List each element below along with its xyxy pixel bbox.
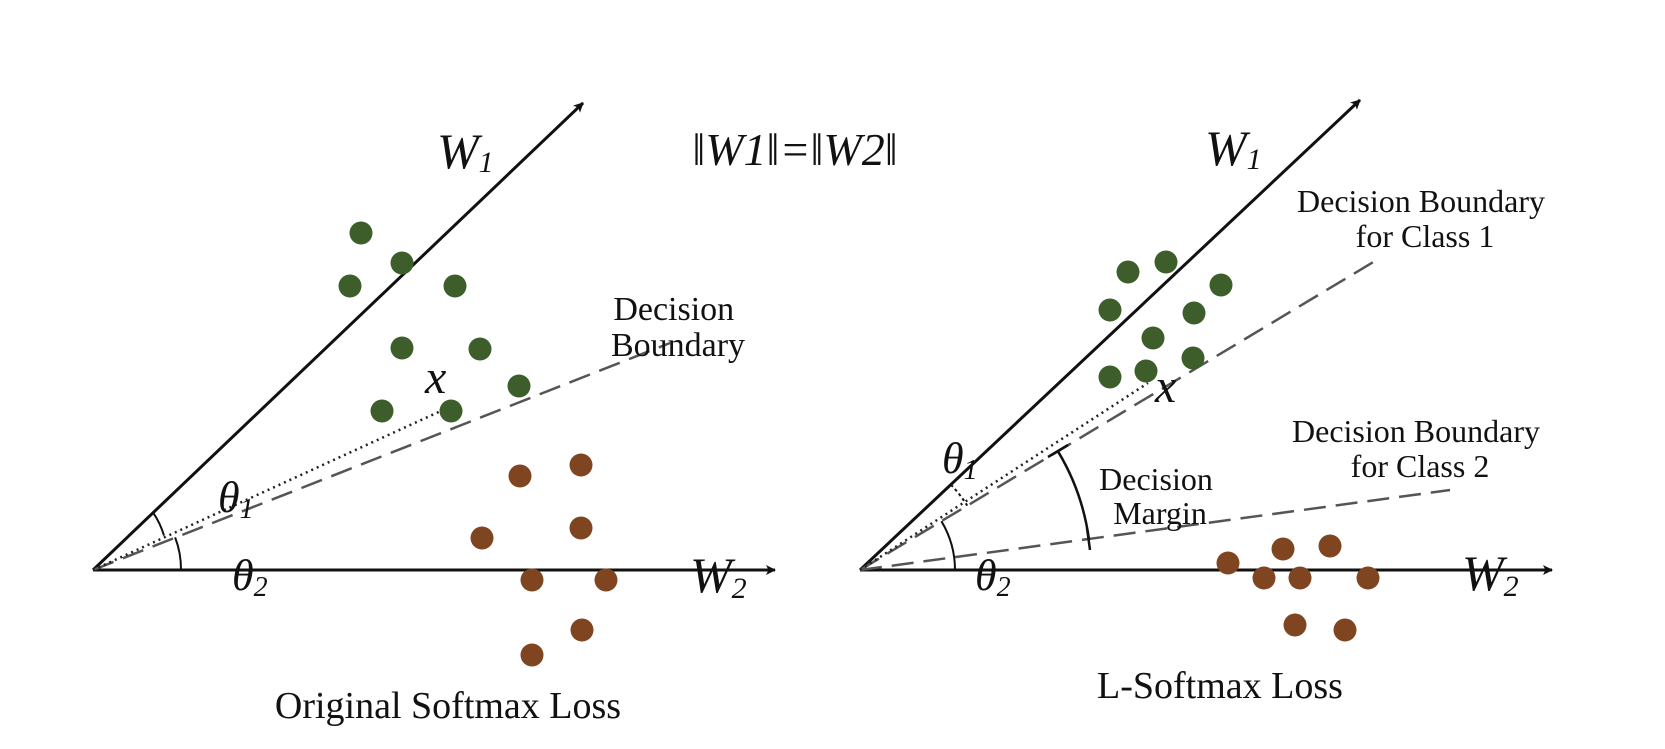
class1-point	[349, 221, 373, 245]
class2-point	[508, 464, 532, 488]
decision-boundary-class1-line	[859, 256, 1381, 572]
class2-point	[1283, 613, 1307, 637]
w2-label: W2	[690, 547, 747, 605]
class2-point	[1318, 534, 1342, 558]
theta1-label: θ1	[942, 434, 978, 486]
class1-point	[390, 336, 414, 360]
class2-point	[1252, 566, 1276, 590]
decision-boundary-class1-label: Decision Boundary for Class 1	[1297, 183, 1553, 254]
decision-margin-arc	[1056, 450, 1091, 540]
theta2-arc	[174, 537, 183, 571]
class2-point	[570, 618, 594, 642]
w1-axis	[858, 98, 1362, 572]
class1-point	[390, 251, 414, 275]
panel-original-softmax: W1 W2 x θ1 θ2 Decision Boundary Original…	[91, 101, 776, 727]
w1-label: W1	[1205, 120, 1262, 176]
panel-caption: Original Softmax Loss	[275, 685, 621, 727]
class1-point	[1134, 359, 1158, 383]
class2-point	[520, 643, 544, 667]
decision-boundary-class2-label: Decision Boundary for Class 2	[1292, 413, 1548, 484]
class2-point	[470, 526, 494, 550]
class2-point	[1333, 618, 1357, 642]
norm-equation: ‖W1‖=‖W2‖	[692, 124, 897, 175]
class1-point	[1141, 326, 1165, 350]
theta1-label: θ1	[218, 473, 254, 525]
theta2-label: θ2	[232, 551, 268, 603]
theta1-arc	[950, 483, 969, 507]
w2-label: W2	[1462, 545, 1519, 603]
class1-point	[468, 337, 492, 361]
feature-vector-x	[92, 408, 444, 572]
class1-point	[1209, 273, 1233, 297]
decision-boundary-class2-line	[859, 488, 1451, 572]
theta2-arc	[940, 520, 956, 571]
class1-point	[338, 274, 362, 298]
class2-point	[1288, 566, 1312, 590]
margin-tick-start	[1047, 443, 1069, 459]
class2-point	[520, 568, 544, 592]
w1-label: W1	[437, 123, 494, 179]
class2-point	[569, 453, 593, 477]
class2-point	[1216, 551, 1240, 575]
class2-points	[1216, 534, 1380, 642]
w1-axis	[91, 101, 585, 572]
theta1-arc	[152, 512, 165, 536]
class1-point	[507, 374, 531, 398]
class1-point	[1098, 365, 1122, 389]
class1-points	[338, 221, 531, 423]
class1-point	[1116, 260, 1140, 284]
panel-caption: L-Softmax Loss	[1097, 665, 1343, 707]
x-label: x	[424, 351, 446, 404]
decision-boundary-label: Decision Boundary	[611, 291, 745, 364]
class1-point	[370, 399, 394, 423]
class2-point	[1356, 566, 1380, 590]
class1-point	[1098, 298, 1122, 322]
class1-point	[1181, 346, 1205, 370]
class2-point	[1271, 537, 1295, 561]
theta2-label: θ2	[975, 551, 1011, 603]
class1-point	[1154, 250, 1178, 274]
class1-points	[1098, 250, 1233, 389]
class2-point	[569, 516, 593, 540]
class1-point	[439, 399, 463, 423]
class1-point	[443, 274, 467, 298]
decision-margin-label: Decision Margin	[1099, 461, 1221, 531]
margin-tick-end	[1085, 527, 1092, 551]
class2-point	[594, 568, 618, 592]
class2-points	[470, 453, 618, 667]
x-label: x	[1154, 360, 1176, 413]
decision-boundary-line	[92, 341, 671, 572]
panel-l-softmax: W1 W2 x θ1 θ2 Decision Boundary for Clas…	[858, 98, 1553, 707]
class1-point	[1182, 301, 1206, 325]
